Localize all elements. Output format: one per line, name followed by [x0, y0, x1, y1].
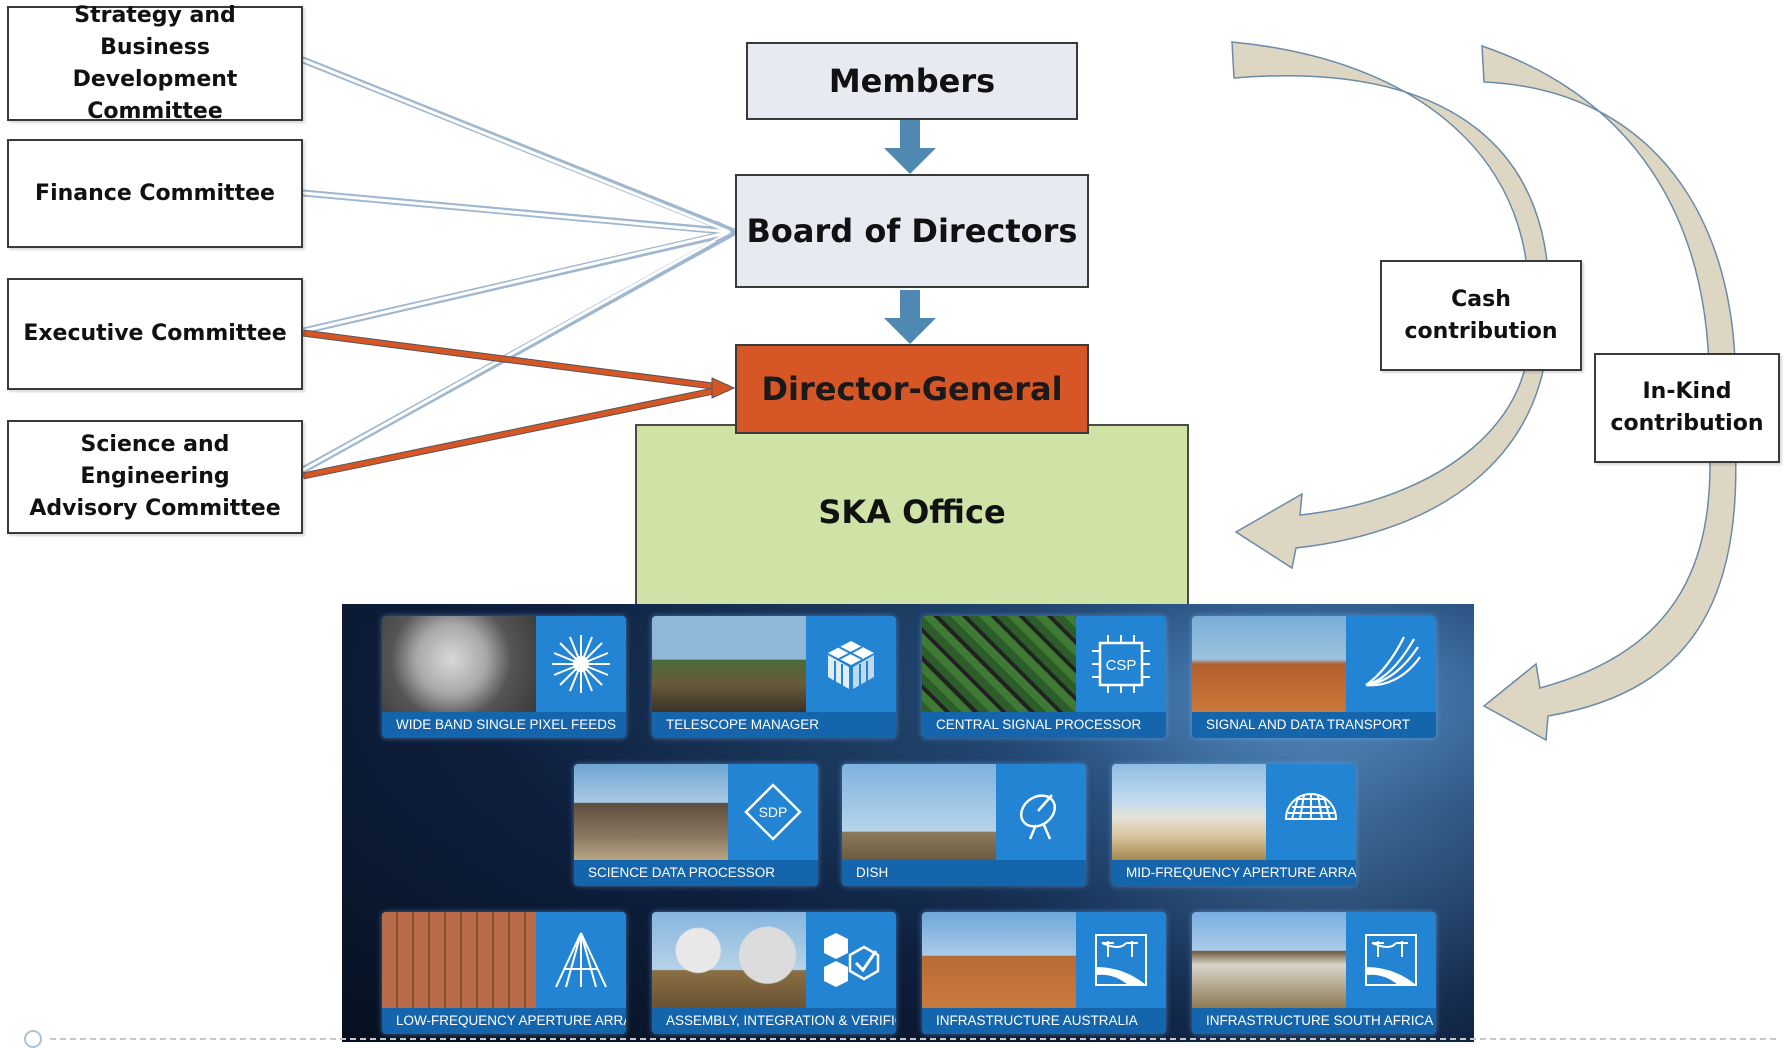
finance-committee-box: Finance Committee	[7, 139, 303, 248]
team-photo	[652, 616, 806, 712]
dish-photo	[842, 764, 996, 860]
tile-caption: DISH	[842, 860, 1086, 886]
members-board-arrow	[884, 120, 936, 174]
members-box: Members	[746, 42, 1078, 120]
work-packages-panel: WIDE BAND SINGLE PIXEL FEEDS TELESCOPE M…	[342, 604, 1474, 1042]
work-package-tile: WIDE BAND SINGLE PIXEL FEEDS	[382, 616, 626, 738]
work-package-tile: INFRASTRUCTURE SOUTH AFRICA	[1192, 912, 1436, 1034]
power-line-icon	[1076, 912, 1166, 1008]
footer-divider	[50, 1038, 1776, 1040]
ska-office-box: SKA Office	[635, 424, 1189, 612]
work-package-tile: INFRASTRUCTURE AUSTRALIA	[922, 912, 1166, 1034]
dish-array-photo	[652, 912, 806, 1008]
antenna-field-photo	[382, 912, 536, 1008]
power-line-icon	[1346, 912, 1436, 1008]
tile-caption: INFRASTRUCTURE AUSTRALIA	[922, 1008, 1166, 1034]
work-package-tile: SDP SCIENCE DATA PROCESSOR	[574, 764, 818, 886]
work-package-tile: DISH	[842, 764, 1086, 886]
board-of-directors-box: Board of Directors	[735, 174, 1089, 288]
tile-caption: SIGNAL AND DATA TRANSPORT	[1192, 712, 1436, 738]
sdp-icon-text: SDP	[759, 804, 788, 820]
fiber-icon	[1346, 616, 1436, 712]
cash-contribution-box: Cash contribution	[1380, 260, 1582, 371]
strategy-committee-box: Strategy and Business Development Commit…	[7, 3, 303, 124]
executive-committee-box: Executive Committee	[7, 278, 303, 390]
science-engineering-committee-box: Science and Engineering Advisory Committ…	[7, 420, 303, 534]
cable-spools-photo	[1192, 616, 1346, 712]
work-package-tile: TELESCOPE MANAGER	[652, 616, 896, 738]
tile-caption: LOW-FREQUENCY APERTURE ARRAY	[382, 1008, 626, 1034]
tile-caption: SCIENCE DATA PROCESSOR	[574, 860, 818, 886]
director-general-box: Director-General	[735, 344, 1089, 434]
feed-photo	[382, 616, 536, 712]
csp-icon-text: CSP	[1106, 657, 1137, 674]
dish-icon	[996, 764, 1086, 860]
work-package-tile: ASSEMBLY, INTEGRATION & VERIFICATION	[652, 912, 896, 1034]
tile-caption: MID-FREQUENCY APERTURE ARRAY	[1112, 860, 1356, 886]
tile-caption: WIDE BAND SINGLE PIXEL FEEDS	[382, 712, 626, 738]
tile-caption: INFRASTRUCTURE SOUTH AFRICA	[1192, 1008, 1436, 1034]
in-kind-contribution-box: In-Kind contribution	[1594, 353, 1780, 463]
ska-office-label: SKA Office	[818, 493, 1006, 531]
outback-road-photo	[922, 912, 1076, 1008]
tile-caption: TELESCOPE MANAGER	[652, 712, 896, 738]
footer-circle-icon	[24, 1030, 42, 1048]
tile-caption: CENTRAL SIGNAL PROCESSOR	[922, 712, 1166, 738]
tile-caption: ASSEMBLY, INTEGRATION & VERIFICATION	[652, 1008, 896, 1034]
work-package-tile: CSP CENTRAL SIGNAL PROCESSOR	[922, 616, 1166, 738]
in-kind-curved-arrow	[1481, 44, 1737, 742]
board-dg-arrow	[884, 290, 936, 344]
cube-grid-icon	[806, 616, 896, 712]
sphere-mesh-icon	[1266, 764, 1356, 860]
antenna-icon	[536, 912, 626, 1008]
hexagon-check-icon	[806, 912, 896, 1008]
salt-pan-photo	[1112, 764, 1266, 860]
starburst-icon	[536, 616, 626, 712]
work-package-tile: SIGNAL AND DATA TRANSPORT	[1192, 616, 1436, 738]
construction-site-photo	[1192, 912, 1346, 1008]
work-package-tile: LOW-FREQUENCY APERTURE ARRAY	[382, 912, 626, 1034]
work-package-tile: MID-FREQUENCY APERTURE ARRAY	[1112, 764, 1356, 886]
building-photo	[574, 764, 728, 860]
chip-icon: CSP	[1076, 616, 1166, 712]
diamond-chip-icon: SDP	[728, 764, 818, 860]
cash-curved-arrow	[1231, 41, 1550, 570]
circuit-board-photo	[922, 616, 1076, 712]
